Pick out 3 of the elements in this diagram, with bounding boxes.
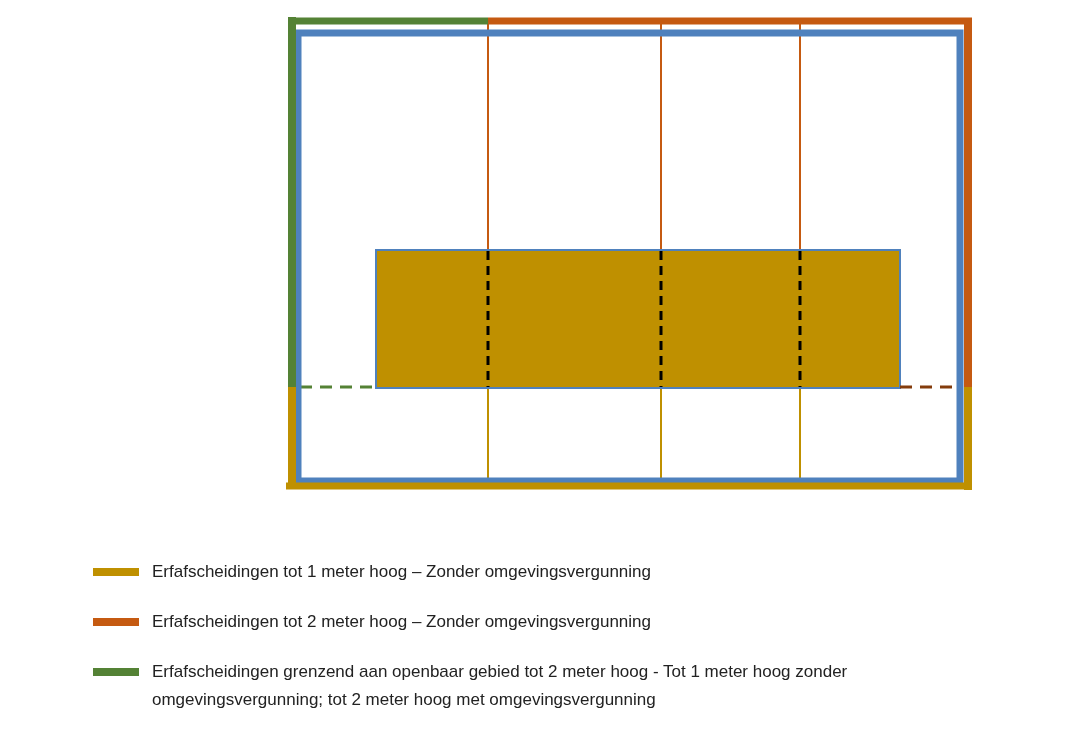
legend-text: Erfafscheidingen grenzend aan openbaar gebied tot 2 meter hoog - Tot 1 meter hoog zonder omgevingsvergunning; tot 2 meter hoog met omgevingsvergunning	[152, 661, 849, 711]
legend-text: Erfafscheidingen tot 1 meter hoog – Zonder omgevingsvergunning	[152, 561, 652, 583]
legend-text: Erfafscheidingen tot 2 meter hoog – Zonder omgevingsvergunning	[152, 611, 652, 633]
